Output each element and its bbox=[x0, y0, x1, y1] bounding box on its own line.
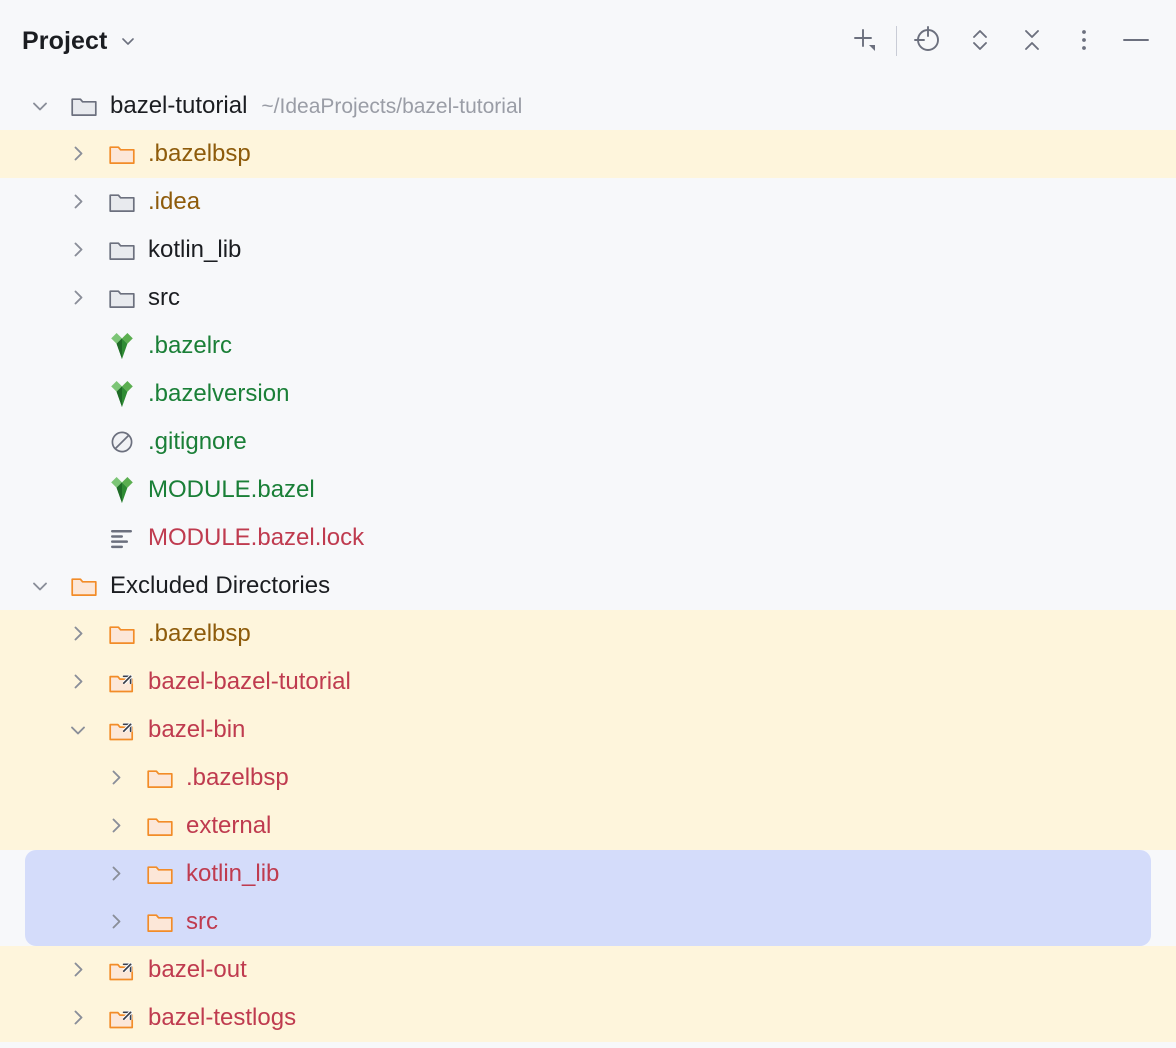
chevron-right-icon[interactable] bbox=[103, 813, 129, 839]
folder-orange-icon bbox=[145, 811, 175, 841]
bazel-leaf-icon bbox=[107, 331, 137, 361]
bazel-leaf-icon bbox=[107, 379, 137, 409]
vertical-dots-icon bbox=[1067, 23, 1101, 60]
tree-row-bazelbsp-root[interactable]: .bazelbsp bbox=[0, 130, 1176, 178]
folder-gray-icon bbox=[107, 187, 137, 217]
chevron-down-icon[interactable] bbox=[27, 573, 53, 599]
tree-row-label: src bbox=[148, 284, 180, 311]
tree-row-bazelrc[interactable]: .bazelrc bbox=[0, 322, 1176, 370]
tree-row-label: .idea bbox=[148, 188, 201, 215]
tree-row-src-root[interactable]: src bbox=[0, 274, 1176, 322]
tree-row-label: .bazelbsp bbox=[148, 620, 251, 647]
project-tree[interactable]: bazel-tutorial ~/IdeaProjects/bazel-tutor… bbox=[0, 82, 1176, 1048]
collapse-all-button[interactable] bbox=[1006, 15, 1058, 67]
chevron-right-icon[interactable] bbox=[103, 861, 129, 887]
tree-row-excluded-directories[interactable]: Excluded Directories bbox=[0, 562, 1176, 610]
folder-orange-icon bbox=[145, 907, 175, 937]
chevron-right-icon[interactable] bbox=[65, 189, 91, 215]
tree-row-gitignore[interactable]: .gitignore bbox=[0, 418, 1176, 466]
tree-row-label: bazel-bazel-tutorial bbox=[148, 668, 351, 695]
tree-row-label: bazel-tutorial bbox=[110, 92, 248, 119]
chevron-right-icon[interactable] bbox=[103, 909, 129, 935]
chevron-right-icon[interactable] bbox=[65, 957, 91, 983]
chevron-up-down-icon bbox=[963, 23, 997, 60]
chevron-right-icon[interactable] bbox=[65, 1005, 91, 1031]
chevron-right-icon[interactable] bbox=[65, 237, 91, 263]
tree-row-bin-bazelbsp[interactable]: .bazelbsp bbox=[0, 754, 1176, 802]
folder-gray-icon bbox=[107, 235, 137, 265]
chevron-down-icon[interactable] bbox=[65, 717, 91, 743]
tree-row-label: kotlin_lib bbox=[148, 236, 242, 263]
tree-row-module-bazel-lock[interactable]: MODULE.bazel.lock bbox=[0, 514, 1176, 562]
crosshair-target-icon bbox=[911, 23, 945, 60]
chevron-down-icon[interactable] bbox=[119, 32, 137, 50]
add-new-button[interactable] bbox=[839, 15, 891, 67]
chevron-right-icon[interactable] bbox=[65, 141, 91, 167]
ignored-file-icon bbox=[107, 427, 137, 457]
tree-row-label: .bazelrc bbox=[148, 332, 233, 359]
tree-selection-highlight bbox=[25, 850, 1151, 946]
hide-panel-button[interactable] bbox=[1110, 15, 1162, 67]
folder-symlink-icon bbox=[107, 715, 137, 745]
collapse-all-icon bbox=[1015, 23, 1049, 60]
tree-row-module-bazel[interactable]: MODULE.bazel bbox=[0, 466, 1176, 514]
tree-row-label: bazel-bin bbox=[148, 716, 246, 743]
folder-orange-icon bbox=[145, 859, 175, 889]
tree-row-ex-bazel-out[interactable]: bazel-out bbox=[0, 946, 1176, 994]
project-toolbar bbox=[839, 15, 1162, 67]
tree-row-label: .bazelversion bbox=[148, 380, 290, 407]
project-tool-window-header: Project bbox=[0, 0, 1176, 82]
page-title: Project bbox=[22, 26, 108, 55]
minus-icon bbox=[1119, 23, 1153, 60]
tree-row-idea[interactable]: .idea bbox=[0, 178, 1176, 226]
folder-orange-icon bbox=[107, 139, 137, 169]
chevron-right-icon[interactable] bbox=[103, 765, 129, 791]
folder-orange-icon bbox=[69, 571, 99, 601]
tree-row-label: src bbox=[186, 908, 218, 935]
project-title-group[interactable]: Project bbox=[22, 27, 137, 56]
folder-gray-icon bbox=[107, 283, 137, 313]
tree-row-bin-external[interactable]: external bbox=[0, 802, 1176, 850]
tree-row-bin-kotlin-lib[interactable]: kotlin_lib bbox=[0, 850, 1176, 898]
folder-symlink-icon bbox=[107, 667, 137, 697]
tree-row-label: bazel-out bbox=[148, 956, 247, 983]
tree-row-ex-bazelbsp[interactable]: .bazelbsp bbox=[0, 610, 1176, 658]
tree-row-label: .bazelbsp bbox=[148, 140, 251, 167]
tree-row-label: MODULE.bazel.lock bbox=[148, 524, 365, 551]
tree-row-label: MODULE.bazel bbox=[148, 476, 315, 503]
tree-row-label: Excluded Directories bbox=[110, 572, 331, 599]
tree-row-ex-bazel-testlogs[interactable]: bazel-testlogs bbox=[0, 994, 1176, 1042]
tree-row-ex-bazel-bin[interactable]: bazel-bin bbox=[0, 706, 1176, 754]
tree-row-label: bazel-testlogs bbox=[148, 1004, 297, 1031]
folder-symlink-icon bbox=[107, 955, 137, 985]
chevron-right-icon[interactable] bbox=[65, 621, 91, 647]
plus-with-dropdown-icon bbox=[848, 23, 882, 60]
tree-row-bazelversion[interactable]: .bazelversion bbox=[0, 370, 1176, 418]
tree-row-path: ~/IdeaProjects/bazel-tutorial bbox=[261, 94, 523, 118]
toolbar-separator bbox=[896, 26, 897, 56]
tree-row-ex-bazel-bazel-tutorial[interactable]: bazel-bazel-tutorial bbox=[0, 658, 1176, 706]
chevron-down-icon[interactable] bbox=[27, 93, 53, 119]
tree-row-label: .gitignore bbox=[148, 428, 247, 455]
bazel-leaf-icon bbox=[107, 475, 137, 505]
tree-row-label: external bbox=[186, 812, 272, 839]
tree-row-bin-src[interactable]: src bbox=[0, 898, 1176, 946]
folder-gray-icon bbox=[69, 91, 99, 121]
tree-rows: bazel-tutorial ~/IdeaProjects/bazel-tutor… bbox=[0, 82, 1176, 1042]
chevron-right-icon[interactable] bbox=[65, 285, 91, 311]
tree-row-bazel-tutorial[interactable]: bazel-tutorial ~/IdeaProjects/bazel-tutor… bbox=[0, 82, 1176, 130]
folder-orange-icon bbox=[107, 619, 137, 649]
folder-orange-icon bbox=[145, 763, 175, 793]
select-opened-file-button[interactable] bbox=[902, 15, 954, 67]
more-options-button[interactable] bbox=[1058, 15, 1110, 67]
tree-row-label: kotlin_lib bbox=[186, 860, 280, 887]
folder-symlink-icon bbox=[107, 1003, 137, 1033]
tree-row-label: .bazelbsp bbox=[186, 764, 289, 791]
chevron-right-icon[interactable] bbox=[65, 669, 91, 695]
expand-collapse-button[interactable] bbox=[954, 15, 1006, 67]
tree-row-kotlin-lib-root[interactable]: kotlin_lib bbox=[0, 226, 1176, 274]
text-lines-icon bbox=[107, 523, 137, 553]
